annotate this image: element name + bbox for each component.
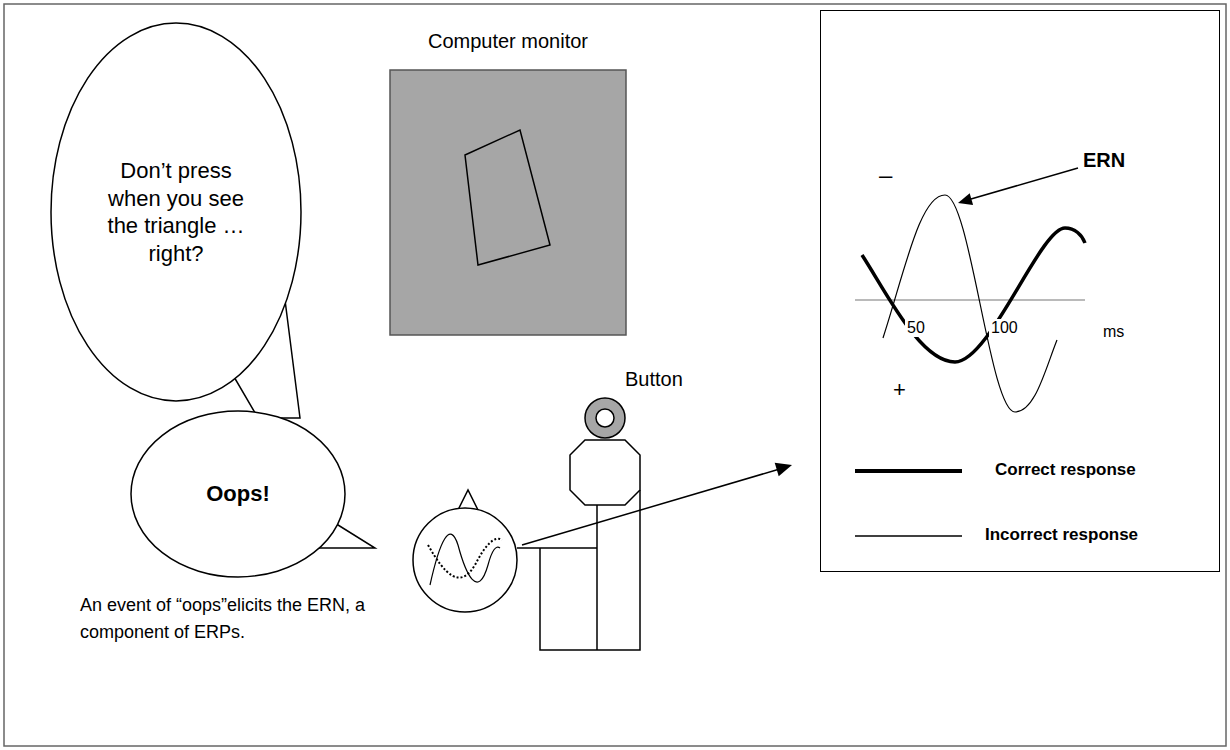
head — [413, 508, 517, 612]
incorrect-wave — [883, 195, 1057, 412]
leader-arrow — [971, 168, 1078, 199]
eeg-wave — [428, 539, 502, 578]
speech-bubble: Don’t press when you see the triangle …r… — [50, 22, 302, 402]
bubble-text: Oops! — [163, 480, 313, 508]
label: Computer monitor — [390, 30, 626, 53]
axis-unit: ms — [1103, 323, 1124, 341]
legend-sample — [850, 523, 965, 549]
label: Button — [625, 368, 683, 391]
legend-sample — [855, 469, 962, 473]
axis-tick: 50 — [905, 319, 927, 337]
monitor-label-box: Computer monitor — [390, 30, 626, 335]
wire — [517, 490, 640, 650]
axis-tick: 100 — [989, 319, 1020, 337]
bubble-outline — [51, 23, 301, 401]
button-ring — [585, 398, 625, 438]
eeg-wave — [430, 534, 500, 585]
polarity-sign: + — [893, 377, 906, 403]
caption: An event of “oops”elicits the ERN, a com… — [80, 592, 410, 646]
monitor-screen — [390, 70, 626, 335]
component-label: ERN — [1083, 149, 1125, 172]
arrow-head — [775, 463, 792, 476]
leader-arrow — [522, 470, 778, 546]
legend-row: Incorrect response — [850, 523, 1210, 549]
bubble-text: Don’t press when you see the triangle …r… — [96, 157, 256, 267]
legend-text: Correct response — [995, 460, 1136, 480]
arrow-head — [958, 193, 973, 205]
outer-frame — [4, 4, 1226, 746]
erp-panel: ERN – +50 100 ms — [820, 10, 1220, 572]
legend-text: Incorrect response — [985, 525, 1138, 545]
legend-sample — [850, 458, 965, 484]
polarity-sign: – — [879, 161, 892, 189]
bubble-outline — [50, 22, 302, 402]
legend-sample — [855, 535, 962, 537]
legend-row: Correct response — [850, 458, 1210, 484]
triangle-stimulus — [465, 130, 550, 265]
bubble-outline — [131, 411, 345, 577]
correct-wave — [862, 228, 1085, 362]
button-label-box: Button — [560, 362, 700, 652]
speech-bubble: Oops! — [130, 410, 346, 578]
button-hole — [596, 409, 614, 427]
button-body — [570, 440, 640, 505]
